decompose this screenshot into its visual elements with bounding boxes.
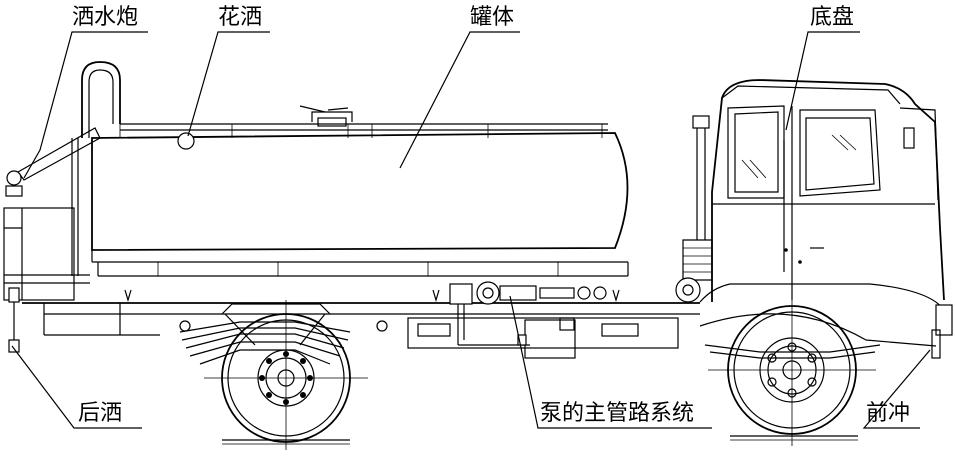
cab xyxy=(699,79,953,359)
label-pump-main-pipe-system: 泵的主管路系统 xyxy=(540,401,694,426)
rear-wheel xyxy=(204,300,368,450)
chassis-frame xyxy=(22,289,700,359)
label-chassis: 底盘 xyxy=(810,5,854,30)
labels: 洒水炮 花洒 罐体 底盘 后洒 泵的主管路系统 前冲 xyxy=(72,5,910,426)
label-rear-sprinkler: 后洒 xyxy=(78,401,122,426)
flower-sprinkler-nozzle xyxy=(177,132,195,150)
air-intake xyxy=(675,115,713,303)
top-sprinkler-pipe xyxy=(119,123,608,150)
label-front-flush: 前冲 xyxy=(866,401,910,426)
rear-frame xyxy=(3,207,90,353)
tank-body xyxy=(91,105,629,277)
water-cannon-assembly xyxy=(5,61,121,276)
rear-suspension xyxy=(179,303,388,365)
label-water-cannon: 洒水炮 xyxy=(72,5,138,30)
ground-lines xyxy=(222,435,858,445)
front-wheel xyxy=(704,290,881,446)
label-flower-sprinkler: 花洒 xyxy=(218,5,262,30)
pump-piping xyxy=(449,281,607,346)
label-tank-body: 罐体 xyxy=(470,5,514,30)
leader-lines xyxy=(11,31,931,429)
